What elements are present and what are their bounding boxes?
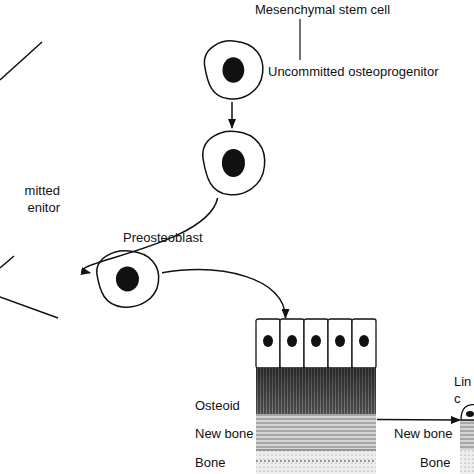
lining-cell-outline	[461, 405, 474, 420]
cell-nucleus	[116, 267, 139, 292]
bracket-line	[0, 42, 42, 80]
cell-label: Bone	[195, 455, 225, 472]
cell-nucleus	[466, 411, 474, 417]
osteoid-shade	[256, 368, 376, 414]
cell-label: Lin c	[454, 374, 474, 408]
cell-outline	[204, 41, 262, 99]
bone-layer	[460, 450, 474, 474]
lineage-arrow	[231, 102, 233, 128]
lineage-arrow	[377, 419, 460, 421]
cell-nucleus	[222, 149, 245, 177]
shape-outline	[255, 318, 377, 474]
dotted-line	[256, 461, 376, 462]
cell-nucleus	[222, 57, 244, 83]
shape-outline	[198, 38, 266, 102]
cell-label: New bone	[394, 426, 453, 443]
cell-node: Preosteoblast	[90, 248, 162, 310]
cell-nucleus	[287, 335, 297, 347]
new-bone-layer	[256, 414, 376, 450]
bracket-line	[0, 297, 58, 318]
cell-nucleus	[359, 335, 369, 347]
osteoblast-cell	[304, 319, 328, 368]
osteoid-layer	[256, 368, 376, 414]
cell-label: Mesenchymal stem cell	[255, 2, 390, 19]
cell-label: Uncommitted osteoprogenitor	[268, 64, 439, 81]
cell-node: mitted enitor	[196, 128, 268, 198]
cell-node: Mesenchymal stem cellUncommitted osteopr…	[198, 38, 266, 102]
cell-label: New bone	[195, 426, 254, 443]
bracket-line	[0, 256, 14, 268]
cell-outline	[97, 251, 159, 307]
new-bone-layer	[460, 420, 474, 450]
cell-nucleus	[335, 335, 345, 347]
osteoblast-cell	[328, 319, 352, 368]
cell-nucleus	[263, 335, 273, 347]
cell-label: mitted enitor	[0, 183, 60, 217]
lineage-arrow	[84, 198, 218, 273]
shape-outline	[196, 128, 268, 198]
layer-boundary	[256, 450, 376, 451]
bone-section: OsteoidNew boneBone	[255, 318, 377, 474]
shape-outline	[460, 398, 474, 474]
osteoblast-cell	[256, 319, 280, 368]
bone-section: Lin cNew boneBone	[460, 398, 474, 474]
cell-outline	[203, 131, 265, 195]
osteoblast-cell	[352, 319, 376, 368]
cell-label: Bone	[420, 455, 450, 472]
lineage-arrow	[162, 270, 286, 318]
cell-label: Preosteoblast	[123, 230, 203, 247]
shape-outline	[90, 248, 162, 310]
osteoblast-cell	[280, 319, 304, 368]
cell-nucleus	[311, 335, 321, 347]
cell-label: Osteoid	[195, 398, 240, 415]
leader-line	[299, 19, 300, 60]
bone-layer	[256, 450, 376, 474]
